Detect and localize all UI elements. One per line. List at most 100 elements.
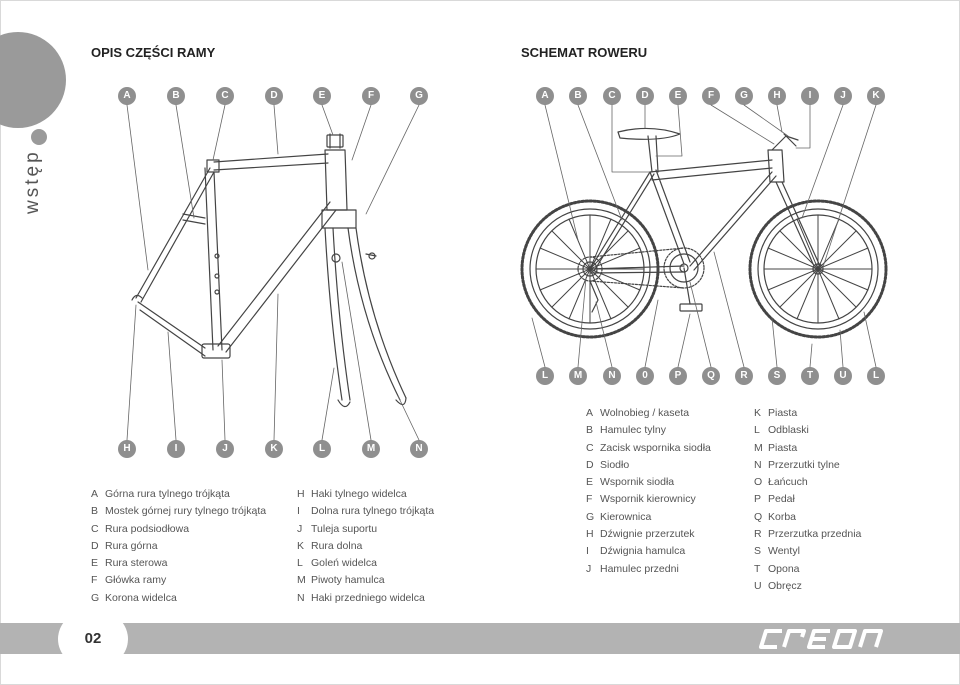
callout-badge: K [867,87,885,105]
legend-letter: C [91,522,99,535]
page-number: 02 [84,630,102,647]
legend-text: Piasta [768,441,798,454]
callout-badge: J [834,87,852,105]
callout-badge: U [834,367,852,385]
legend-letter: L [297,557,303,570]
legend-letter: P [754,493,762,506]
legend-letter: Q [754,510,763,523]
brand-logo [758,628,908,655]
legend-text: Rura dolna [311,539,363,552]
legend-letter: B [586,424,594,437]
legend-item: P Pedał [754,491,861,508]
callout-badge: S [768,367,786,385]
callout-badge: H [118,440,136,458]
legend-letter: K [297,539,305,552]
legend-text: Haki przedniego widelca [311,591,425,604]
callout-badge: T [801,367,819,385]
legend-letter: H [297,488,305,500]
callout-badge: M [569,367,587,385]
bike-section-title: SCHEMAT ROWERU [521,45,648,60]
legend-text: Przerzutka przednia [768,528,862,541]
callout-badge: I [167,440,185,458]
frame-drawing [126,104,420,441]
callout-badge: M [362,440,380,458]
legend-letter: D [586,458,594,471]
legend-text: Obręcz [768,579,802,592]
legend-letter: U [754,579,762,592]
legend-text: Opona [768,562,800,575]
legend-text: Przerzutki tylne [768,458,840,471]
creon-logo-icon [759,629,883,649]
callout-badge: Q [702,367,720,385]
legend-item: D Rura górna [91,538,266,555]
side-decoration-dot [31,129,47,145]
legend-text: Odblaski [768,424,809,437]
legend-text: Główka ramy [105,574,167,587]
legend-letter: F [91,574,98,587]
bike-drawing [520,104,888,368]
legend-item: K Rura dolna [297,538,434,555]
callout-badge: N [410,440,428,458]
callout-badge: C [216,87,234,105]
legend-letter: G [91,591,100,604]
legend-letter: A [586,407,594,419]
callout-badge: D [265,87,283,105]
legend-letter: I [586,545,589,558]
legend-text: Mostek górnej rury tylnego trójkąta [105,505,267,518]
legend-letter: H [586,528,594,541]
legend-item: M Piasta [754,440,861,457]
callout-badge: D [636,87,654,105]
callout-badge: R [735,367,753,385]
callout-badge: J [216,440,234,458]
legend-text: Rura podsiodłowa [105,522,190,535]
legend-text: Dolna rura tylnego trójkąta [311,505,435,518]
callout-badge: E [669,87,687,105]
legend-letter: M [754,441,763,454]
callout-badge: B [167,87,185,105]
callout-badge: G [410,87,428,105]
callout-badge: A [536,87,554,105]
legend-letter: L [754,424,760,437]
callout-badge: L [536,367,554,385]
callout-badge: I [801,87,819,105]
legend-text: Dźwignia hamulca [600,545,686,558]
legend-item: C Zacisk wspornika siodła [586,440,711,457]
legend-item: J Hamulec przedni [586,561,711,578]
legend-item: I Dźwignia hamulca [586,543,711,560]
legend-letter: C [586,441,594,454]
legend-text: Wspornik kierownicy [600,493,696,506]
callout-badge: L [313,440,331,458]
frame-section-title: OPIS CZĘŚCI RAMY [91,45,216,60]
legend-text: Goleń widelca [311,557,377,570]
legend-letter: D [91,539,99,552]
legend-text: Rura górna [105,539,158,552]
page-number-badge [58,612,128,666]
legend-text: Korba [768,510,797,523]
legend-letter: J [586,562,592,575]
legend-text: Pedał [768,493,795,506]
legend-item: C Rura podsiodłowa [91,521,266,538]
legend-text: Hamulec przedni [600,562,679,575]
legend-letter: R [754,528,762,541]
legend-text: Zacisk wspornika siodła [600,441,711,454]
callout-badge: L [867,367,885,385]
legend-letter: N [297,591,305,604]
legend-letter: K [754,407,762,419]
legend-text: Tuleja suportu [311,522,378,535]
